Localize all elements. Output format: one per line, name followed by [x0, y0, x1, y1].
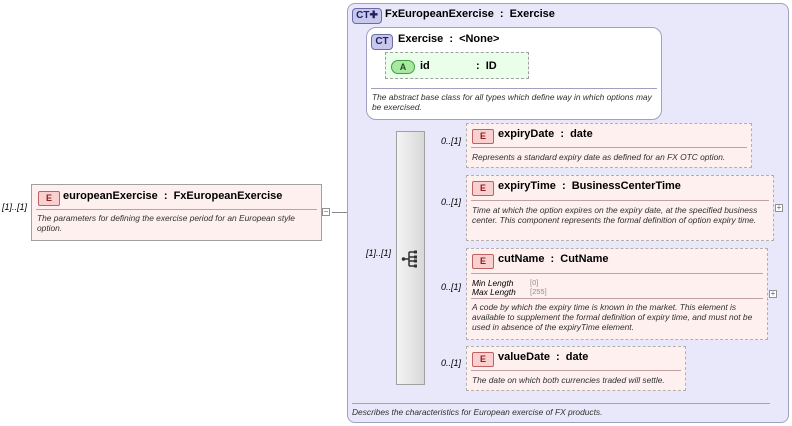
element-badge: E [38, 191, 60, 206]
base-type-title: Exercise : <None> [398, 33, 499, 45]
attribute-badge: A [391, 60, 415, 74]
complex-type-icon: CT✚ [352, 8, 382, 24]
element-title: expiryDate : date [498, 128, 593, 140]
element-sep: : [550, 253, 555, 265]
element-sep: : [556, 351, 560, 363]
divider [471, 200, 769, 201]
element-sep: : [560, 128, 564, 140]
valueDate-occurrence: 0..[1] [441, 358, 462, 368]
element-sep: : [561, 180, 566, 192]
root-element-box[interactable]: E europeanExercise : FxEuropeanExercise … [31, 184, 322, 241]
ct-sep: : [499, 8, 504, 20]
complex-type-description: Describes the characteristics for Europe… [352, 407, 603, 417]
element-expiryDate[interactable]: E expiryDate : date Represents a standar… [466, 123, 752, 168]
root-description: The parameters for defining the exercise… [37, 213, 295, 233]
cutName-expand-icon[interactable]: + [769, 289, 777, 298]
base-base: <None> [459, 33, 500, 45]
base-type-description: The abstract base class for all types wh… [372, 92, 652, 112]
element-title: cutName : CutName [498, 253, 609, 265]
divider [471, 298, 763, 299]
element-expiryTime[interactable]: E expiryTime : BusinessCenterTime Time a… [466, 175, 774, 241]
complex-type-title: FxEuropeanExercise : Exercise [385, 8, 555, 20]
attribute-name: id [420, 60, 430, 72]
facet-min-length-value: [0] [530, 278, 539, 287]
attr-type: ID [485, 60, 497, 72]
element-name: valueDate [498, 351, 550, 363]
divider [471, 370, 681, 371]
sequence-icon [401, 250, 417, 268]
element-badge: E [472, 352, 494, 367]
divider [36, 209, 317, 210]
ct-base: Exercise [509, 8, 555, 20]
element-type: date [565, 351, 589, 363]
element-badge: E [472, 254, 494, 269]
element-type: CutName [560, 253, 609, 265]
base-name: Exercise [398, 33, 444, 45]
facet-min-length-label: Min Length [472, 278, 514, 288]
expiryTime-expand-icon[interactable]: + [775, 203, 783, 212]
element-badge: E [472, 181, 494, 196]
element-description: The date on which both currencies traded… [472, 375, 665, 385]
divider [471, 273, 763, 274]
cutName-occurrence: 0..[1] [441, 282, 462, 292]
divider [471, 147, 747, 148]
base-divider [371, 88, 657, 89]
ct-plus-glyph: ✚ [369, 10, 378, 21]
facet-max-length-value: [255] [530, 287, 547, 296]
base-type-icon: CT [371, 34, 393, 50]
ct-divider [352, 403, 770, 404]
attribute-type: : ID [476, 60, 497, 72]
ct-badge-label: CT [356, 10, 370, 21]
attribute-id-box[interactable]: A id : ID [385, 52, 529, 79]
facet-max-length-label: Max Length [472, 287, 516, 297]
element-description: Represents a standard expiry date as def… [472, 152, 726, 162]
element-type: date [570, 128, 593, 140]
attr-sep: : [476, 60, 480, 72]
sequence-box[interactable] [396, 131, 425, 385]
element-title: valueDate : date [498, 351, 588, 363]
element-title: expiryTime : BusinessCenterTime [498, 180, 681, 192]
element-valueDate[interactable]: E valueDate : date The date on which bot… [466, 346, 686, 391]
element-description: Time at which the option expires on the … [472, 205, 758, 225]
base-type-box[interactable]: CT Exercise : <None> A id : ID The abstr… [366, 27, 662, 120]
root-occurrence: [1]..[1] [2, 202, 28, 212]
root-to-ct-line [332, 212, 347, 213]
root-element-title: europeanExercise : FxEuropeanExercise [63, 190, 282, 202]
ct-name: FxEuropeanExercise [385, 8, 494, 20]
element-description: A code by which the expiry time is known… [472, 302, 753, 332]
root-collapse-icon[interactable]: − [322, 207, 330, 216]
expiryDate-occurrence: 0..[1] [441, 136, 462, 146]
element-name: cutName [498, 253, 545, 265]
base-sep: : [449, 33, 453, 45]
sequence-occurrence: [1]..[1] [366, 248, 392, 258]
element-name: expiryTime [498, 180, 556, 192]
expiryTime-occurrence: 0..[1] [441, 197, 462, 207]
element-type: BusinessCenterTime [571, 180, 681, 192]
element-cutName[interactable]: E cutName : CutName Min Length [0] Max L… [466, 248, 768, 340]
root-sep: : [163, 190, 168, 202]
root-type: FxEuropeanExercise [173, 190, 283, 202]
element-badge: E [472, 129, 494, 144]
element-name: expiryDate [498, 128, 555, 140]
root-name: europeanExercise [63, 190, 158, 202]
